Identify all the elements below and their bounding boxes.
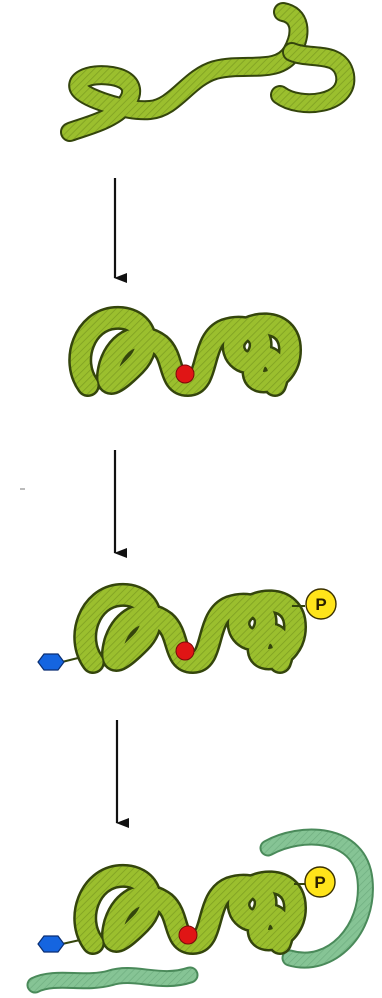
cofactor-dot xyxy=(178,925,198,945)
cofactor-dot xyxy=(175,641,195,661)
phosphate-label: P xyxy=(315,595,326,614)
stray-mark xyxy=(20,488,25,490)
unfolded-chain xyxy=(60,2,356,142)
phosphate-group: P xyxy=(304,866,336,898)
phosphate-label: P xyxy=(314,873,325,892)
complexed-chain xyxy=(73,864,307,955)
sugar-group xyxy=(37,935,65,953)
phosphate-group: P xyxy=(305,588,337,620)
modified-chain xyxy=(73,583,307,674)
cofactor-dot xyxy=(175,364,195,384)
modified-protein: P xyxy=(37,583,337,674)
folded-chain xyxy=(68,306,302,397)
sugar-group xyxy=(37,653,65,671)
folded-protein xyxy=(68,306,302,397)
complexed-protein: P xyxy=(26,828,374,994)
